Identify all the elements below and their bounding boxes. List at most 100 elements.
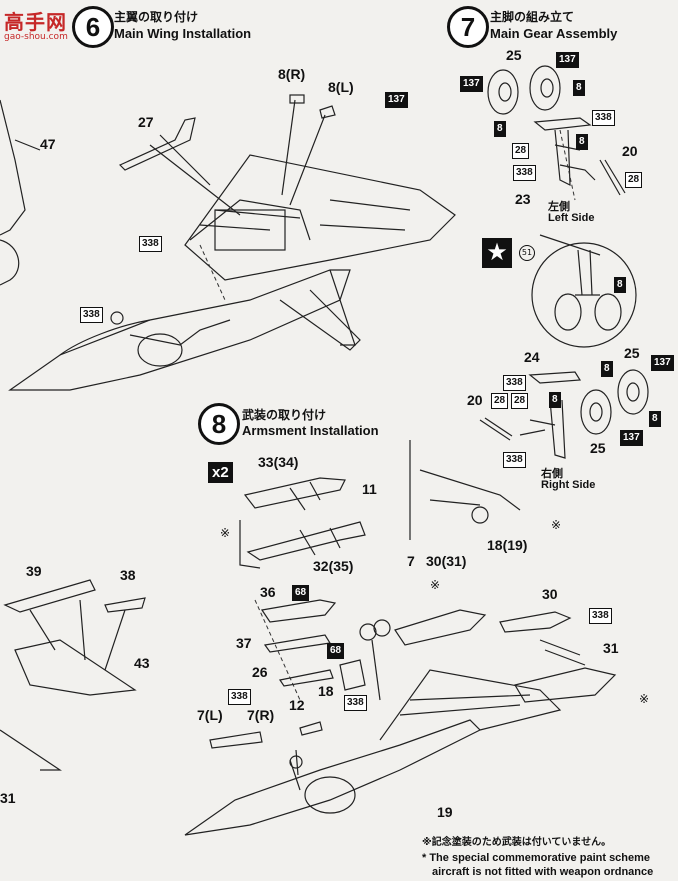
part-label-38: 38 [120, 567, 136, 583]
step-6-title-jp: 主翼の取り付け [114, 10, 199, 24]
part-badge-28: 28 [511, 393, 529, 409]
part-38-outline [104, 597, 146, 613]
part-label-33-34: 33(34) [258, 454, 299, 470]
part-badge-8: 8 [614, 277, 626, 293]
gear-detail-circle [531, 242, 637, 348]
right-side-label-en: Right Side [541, 479, 596, 491]
part-badge-338: 338 [513, 165, 536, 181]
step-7-title-en: Main Gear Assembly [490, 26, 618, 41]
note-mark: ※ [639, 692, 650, 706]
part-label-39: 39 [26, 563, 42, 579]
part-label-27: 27 [138, 114, 154, 130]
part-43-outline [14, 639, 137, 696]
part-badge-137: 137 [556, 52, 579, 68]
part-badge-28: 28 [491, 393, 509, 409]
pod-37 [263, 634, 331, 653]
part-label-47: 47 [40, 136, 56, 152]
part-label-25: 25 [590, 440, 606, 456]
step-8-title-en: Armsment Installation [242, 423, 379, 438]
part-39-outline [3, 579, 96, 613]
site-logo: 高手网 [4, 10, 67, 34]
part-badge-28: 28 [512, 143, 530, 159]
quantity-multiplier-badge: x2 [208, 462, 233, 483]
step-7-number: 7 [447, 6, 489, 48]
step-6-title-en: Main Wing Installation [114, 26, 252, 41]
part-label-18-19: 18(19) [487, 537, 528, 553]
part-31-outline [514, 667, 617, 703]
missile-32-outline [246, 521, 366, 561]
part-label-19: 19 [437, 804, 453, 820]
part-badge-137: 137 [385, 92, 408, 108]
step-6-number: 6 [72, 6, 114, 48]
right-side-label-jp: 右側 [541, 467, 563, 480]
pod-26 [279, 669, 334, 687]
part-badge-137: 137 [620, 430, 643, 446]
part-badge-8: 8 [576, 134, 588, 150]
part-label-20: 20 [467, 392, 483, 408]
part-badge-28: 28 [625, 172, 643, 188]
part-label-37: 37 [236, 635, 252, 651]
part-label-31: 31 [603, 640, 619, 656]
circled-51-label: 51 [519, 245, 535, 261]
part-label-11: 11 [362, 481, 377, 497]
footnote-jp: ※記念塗装のため武装は付いていません。 [422, 837, 612, 848]
part-badge-8: 8 [573, 80, 585, 96]
part-badge-8: 8 [549, 392, 561, 408]
part-badge-8: 8 [649, 411, 661, 427]
part-label-7L: 7(L) [197, 707, 223, 723]
part-badge-68: 68 [292, 585, 310, 601]
part-badge-338: 338 [139, 236, 162, 252]
footnote-en-line-2: aircraft is not fitted with weapon ordna… [432, 866, 654, 878]
missile-33-outline [243, 477, 346, 509]
note-mark: ※ [430, 578, 441, 592]
part-label-31-partial: 31 [0, 790, 16, 806]
weapon-upper-right [394, 609, 487, 646]
part-label-25: 25 [506, 47, 522, 63]
part-badge-338: 338 [344, 695, 367, 711]
part-label-18: 18 [318, 683, 334, 699]
wheel-left-1 [487, 69, 519, 115]
part-label-8L: 8(L) [328, 79, 354, 95]
step-7-title-jp: 主脚の組み立て [490, 10, 575, 24]
part-badge-338: 338 [80, 307, 103, 323]
part-label-26: 26 [252, 664, 268, 680]
part-label-32-35: 32(35) [313, 558, 354, 574]
pod-7L7R [209, 731, 263, 749]
part-label-7: 7 [407, 553, 415, 569]
part-badge-338: 338 [228, 689, 251, 705]
part-label-30: 30 [542, 586, 558, 602]
part-badge-137: 137 [460, 76, 483, 92]
note-mark: ※ [220, 526, 231, 540]
fuselage-outline-lower [184, 719, 482, 836]
main-wing-outline [184, 154, 456, 281]
wheel-right-2 [580, 389, 612, 435]
part-label-36: 36 [260, 584, 276, 600]
part-badge-137: 137 [651, 355, 674, 371]
part-27-outline [118, 117, 196, 171]
part-label-7R: 7(R) [247, 707, 275, 723]
part-badge-338: 338 [503, 452, 526, 468]
wheel-right-1 [617, 369, 649, 415]
part-label-30-31: 30(31) [426, 553, 467, 569]
part-label-20: 20 [622, 143, 638, 159]
part-badge-338: 338 [503, 375, 526, 391]
part-label-43: 43 [134, 655, 150, 671]
part-badge-68: 68 [327, 643, 345, 659]
pod-12 [299, 721, 323, 736]
part-badge-8: 8 [601, 361, 613, 377]
left-side-label-jp: 左側 [548, 200, 570, 213]
star-detail-icon: ★ [482, 238, 512, 268]
part-label-23: 23 [515, 191, 531, 207]
part-badge-8: 8 [494, 121, 506, 137]
pod-36 [260, 599, 337, 623]
footnote-en-line-1: * The special commemorative paint scheme [422, 852, 651, 864]
fuselage-outline-upper [8, 269, 351, 391]
part-badge-338: 338 [589, 608, 612, 624]
part-label-24: 24 [524, 349, 540, 365]
wheel-left-2 [529, 65, 561, 111]
site-url: gao-shou.com [4, 32, 68, 42]
part-label-12: 12 [289, 697, 305, 713]
part-label-25: 25 [624, 345, 640, 361]
step-8-title-jp: 武装の取り付け [242, 408, 327, 422]
